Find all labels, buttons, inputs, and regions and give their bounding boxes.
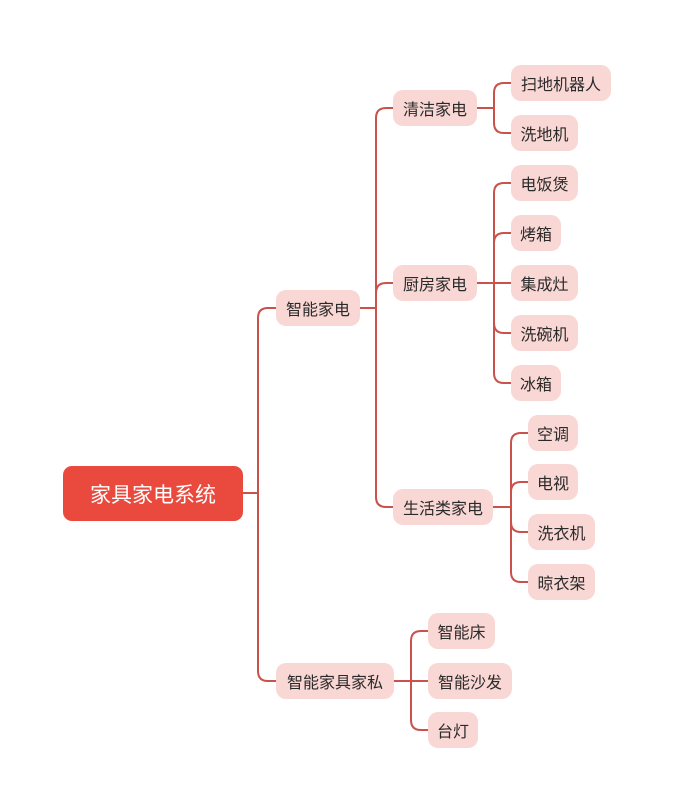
cleaning-link-0 — [493, 82, 511, 108]
smart-appliances-link-1 — [375, 282, 393, 308]
root-link-0 — [257, 307, 276, 493]
node-cleaning-appliances[interactable]: 清洁家电 — [393, 90, 477, 126]
node-television[interactable]: 电视 — [528, 464, 578, 500]
root-node[interactable]: 家具家电系统 — [63, 466, 243, 521]
kitchen-link-1 — [493, 232, 511, 283]
living-link-0 — [510, 432, 528, 507]
node-living-appliances[interactable]: 生活类家电 — [393, 489, 493, 525]
living-link-1 — [510, 481, 528, 507]
node-floor-washer[interactable]: 洗地机 — [511, 115, 578, 151]
node-drying-rack[interactable]: 晾衣架 — [528, 564, 595, 600]
root-link-1 — [257, 493, 276, 682]
node-integrated-stove[interactable]: 集成灶 — [511, 265, 578, 301]
smart-furniture-link-0 — [410, 630, 428, 681]
living-link-2 — [510, 507, 528, 533]
smart-furniture-link-2 — [410, 681, 428, 731]
smart-appliances-link-0 — [375, 107, 393, 308]
node-smart-appliances[interactable]: 智能家电 — [276, 290, 360, 326]
kitchen-link-3 — [493, 283, 511, 334]
node-desk-lamp[interactable]: 台灯 — [428, 712, 478, 748]
node-robot-vacuum[interactable]: 扫地机器人 — [511, 65, 611, 101]
kitchen-link-0 — [493, 182, 511, 283]
cleaning-link-1 — [493, 108, 511, 134]
smart-appliances-link-2 — [375, 308, 393, 508]
node-dishwasher[interactable]: 洗碗机 — [511, 315, 578, 351]
node-refrigerator[interactable]: 冰箱 — [511, 365, 561, 401]
node-oven[interactable]: 烤箱 — [511, 215, 561, 251]
node-air-conditioner[interactable]: 空调 — [528, 415, 578, 451]
kitchen-link-4 — [493, 283, 511, 384]
living-link-3 — [510, 507, 528, 583]
node-smart-furniture[interactable]: 智能家具家私 — [276, 663, 394, 699]
node-smart-bed[interactable]: 智能床 — [428, 613, 495, 649]
node-rice-cooker[interactable]: 电饭煲 — [511, 165, 578, 201]
node-washing-machine[interactable]: 洗衣机 — [528, 514, 595, 550]
node-smart-sofa[interactable]: 智能沙发 — [428, 663, 512, 699]
node-kitchen-appliances[interactable]: 厨房家电 — [393, 265, 477, 301]
